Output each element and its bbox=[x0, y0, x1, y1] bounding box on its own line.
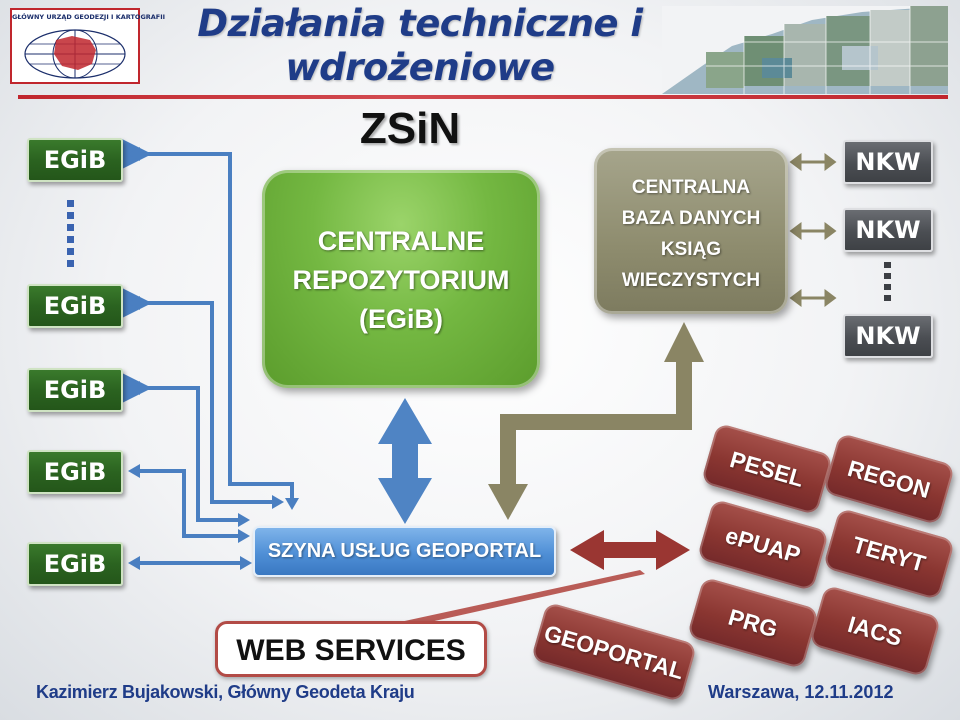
web-services-label: WEB SERVICES bbox=[236, 634, 466, 667]
repository-line-2: REPOZYTORIUM bbox=[292, 265, 510, 295]
central-base-line-2: BAZA DANYCH bbox=[621, 208, 761, 229]
egib-box-4: EGiB bbox=[27, 450, 123, 494]
title-line-2: wdrożeniowe bbox=[285, 46, 555, 89]
footer-date: Warszawa, 12.11.2012 bbox=[708, 682, 894, 702]
page-title: Działania techniczne i wdrożeniowe bbox=[160, 2, 680, 90]
title-divider bbox=[18, 95, 948, 99]
logo-text: GŁÓWNY URZĄD GEODEZJI I KARTOGRAFII bbox=[12, 13, 166, 21]
egib-box-5: EGiB bbox=[27, 542, 123, 586]
central-base-line-3: KSIĄG bbox=[660, 239, 722, 260]
nkw-box-3: NKW bbox=[843, 314, 933, 358]
central-base-line-4: WIECZYSTYCH bbox=[621, 270, 761, 291]
footer-author: Kazimierz Bujakowski, Główny Geodeta Kra… bbox=[36, 682, 415, 702]
nkw-box-2: NKW bbox=[843, 208, 933, 252]
repository-line-3: (EGiB) bbox=[359, 304, 443, 334]
central-land-registry-box: CENTRALNA BAZA DANYCH KSIĄG WIECZYSTYCH bbox=[594, 148, 788, 314]
globe-icon bbox=[24, 29, 126, 79]
egib-box-3: EGiB bbox=[27, 368, 123, 412]
central-base-line-1: CENTRALNA bbox=[631, 177, 751, 198]
central-repository-box: CENTRALNE REPOZYTORIUM (EGiB) bbox=[262, 170, 540, 388]
web-services-callout: WEB SERVICES bbox=[215, 621, 487, 677]
nkw-box-1: NKW bbox=[843, 140, 933, 184]
egib-box-1: EGiB bbox=[27, 138, 123, 182]
geoportal-service-bus: SZYNA USŁUG GEOPORTAL bbox=[253, 526, 556, 577]
bus-label: SZYNA USŁUG GEOPORTAL bbox=[267, 540, 542, 562]
zsin-label: ZSiN bbox=[359, 104, 461, 153]
map-mosaic-image bbox=[662, 6, 948, 94]
title-line-1: Działania techniczne i bbox=[197, 2, 643, 45]
repository-line-1: CENTRALNE bbox=[317, 226, 485, 256]
gugik-logo: GŁÓWNY URZĄD GEODEZJI I KARTOGRAFII bbox=[10, 8, 166, 84]
egib-box-2: EGiB bbox=[27, 284, 123, 328]
